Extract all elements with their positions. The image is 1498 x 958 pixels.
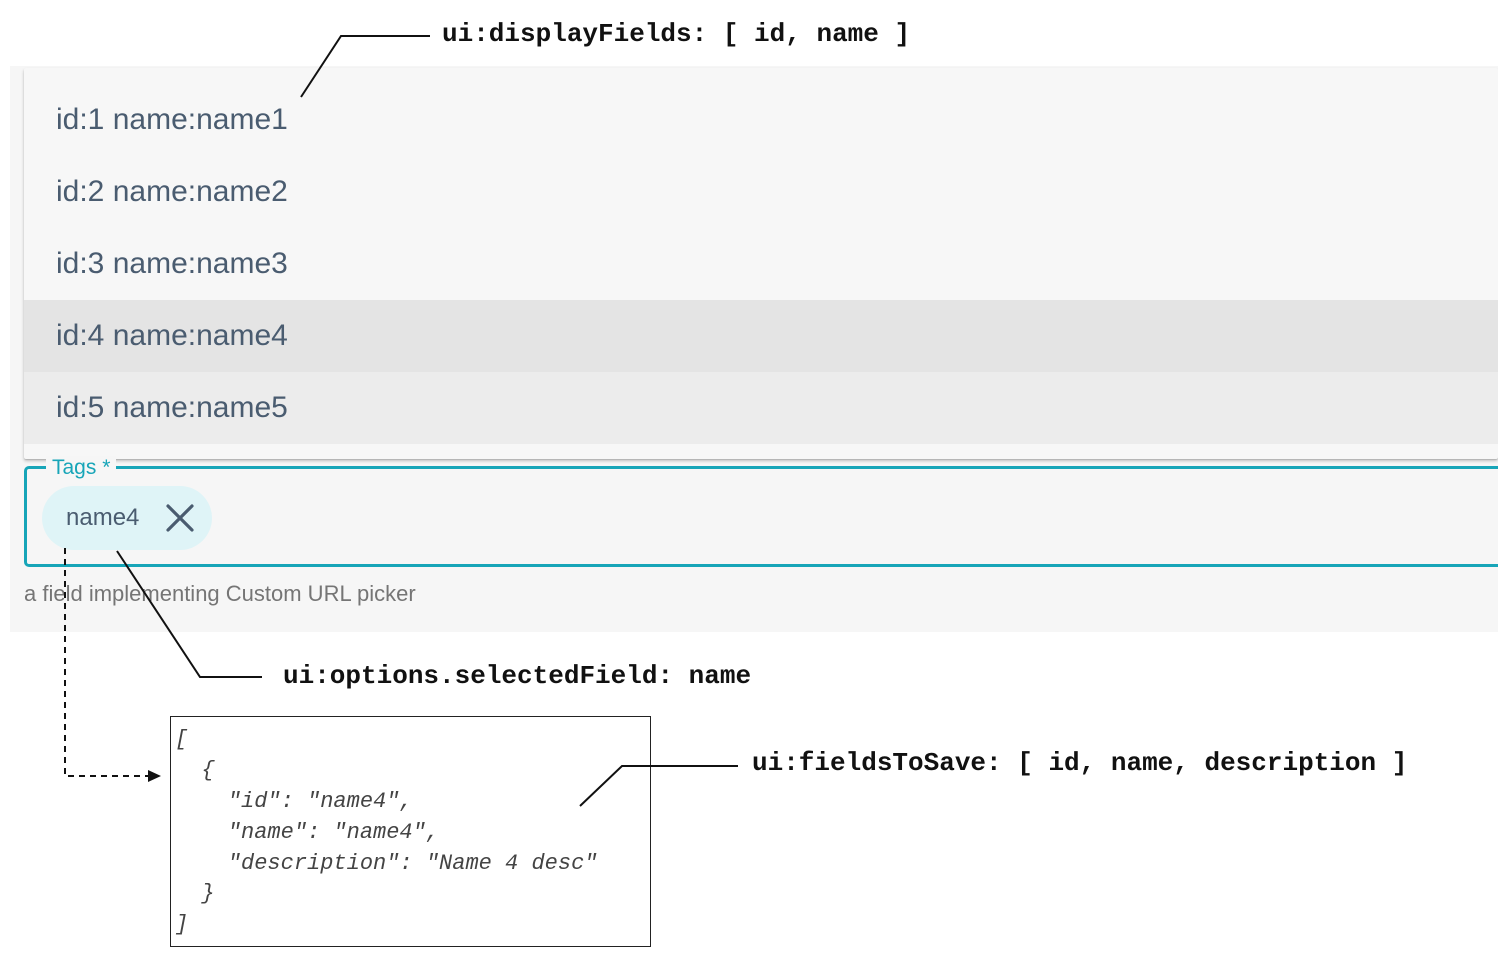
selected-tag-chip[interactable]: name4 (42, 486, 212, 550)
code-line: ] (175, 912, 189, 937)
code-line: [ (175, 727, 189, 752)
dropdown-option[interactable]: id:3 name:name3 (56, 247, 288, 280)
code-line: } (175, 881, 215, 906)
arrow-head-icon (148, 770, 161, 782)
annotation-selected-field: ui:options.selectedField: name (283, 661, 752, 691)
dropdown-option[interactable]: id:5 name:name5 (24, 372, 1498, 444)
chip-label: name4 (66, 504, 140, 531)
dropdown-option[interactable]: id:2 name:name2 (56, 175, 288, 208)
code-line: { (175, 758, 215, 783)
saved-value-json: [ { "id": "name4", "name": "name4", "des… (170, 716, 651, 947)
tags-field[interactable] (24, 466, 1498, 567)
annotation-fields-to-save: ui:fieldsToSave: [ id, name, description… (752, 748, 1408, 778)
dropdown-option[interactable]: id:1 name:name1 (56, 103, 288, 136)
code-line: "description": "Name 4 desc" (175, 851, 598, 876)
annotation-display-fields: ui:displayFields: [ id, name ] (442, 19, 911, 49)
helper-text: a field implementing Custom URL picker (24, 581, 416, 606)
dropdown-menu: id:1 name:name1 id:2 name:name2 id:3 nam… (24, 68, 1498, 459)
code-line: "id": "name4", (175, 789, 413, 814)
code-line: "name": "name4", (175, 820, 440, 845)
tags-field-label: Tags * (46, 456, 117, 480)
dropdown-option-selected[interactable]: id:4 name:name4 (24, 300, 1498, 372)
close-icon[interactable] (164, 502, 196, 534)
